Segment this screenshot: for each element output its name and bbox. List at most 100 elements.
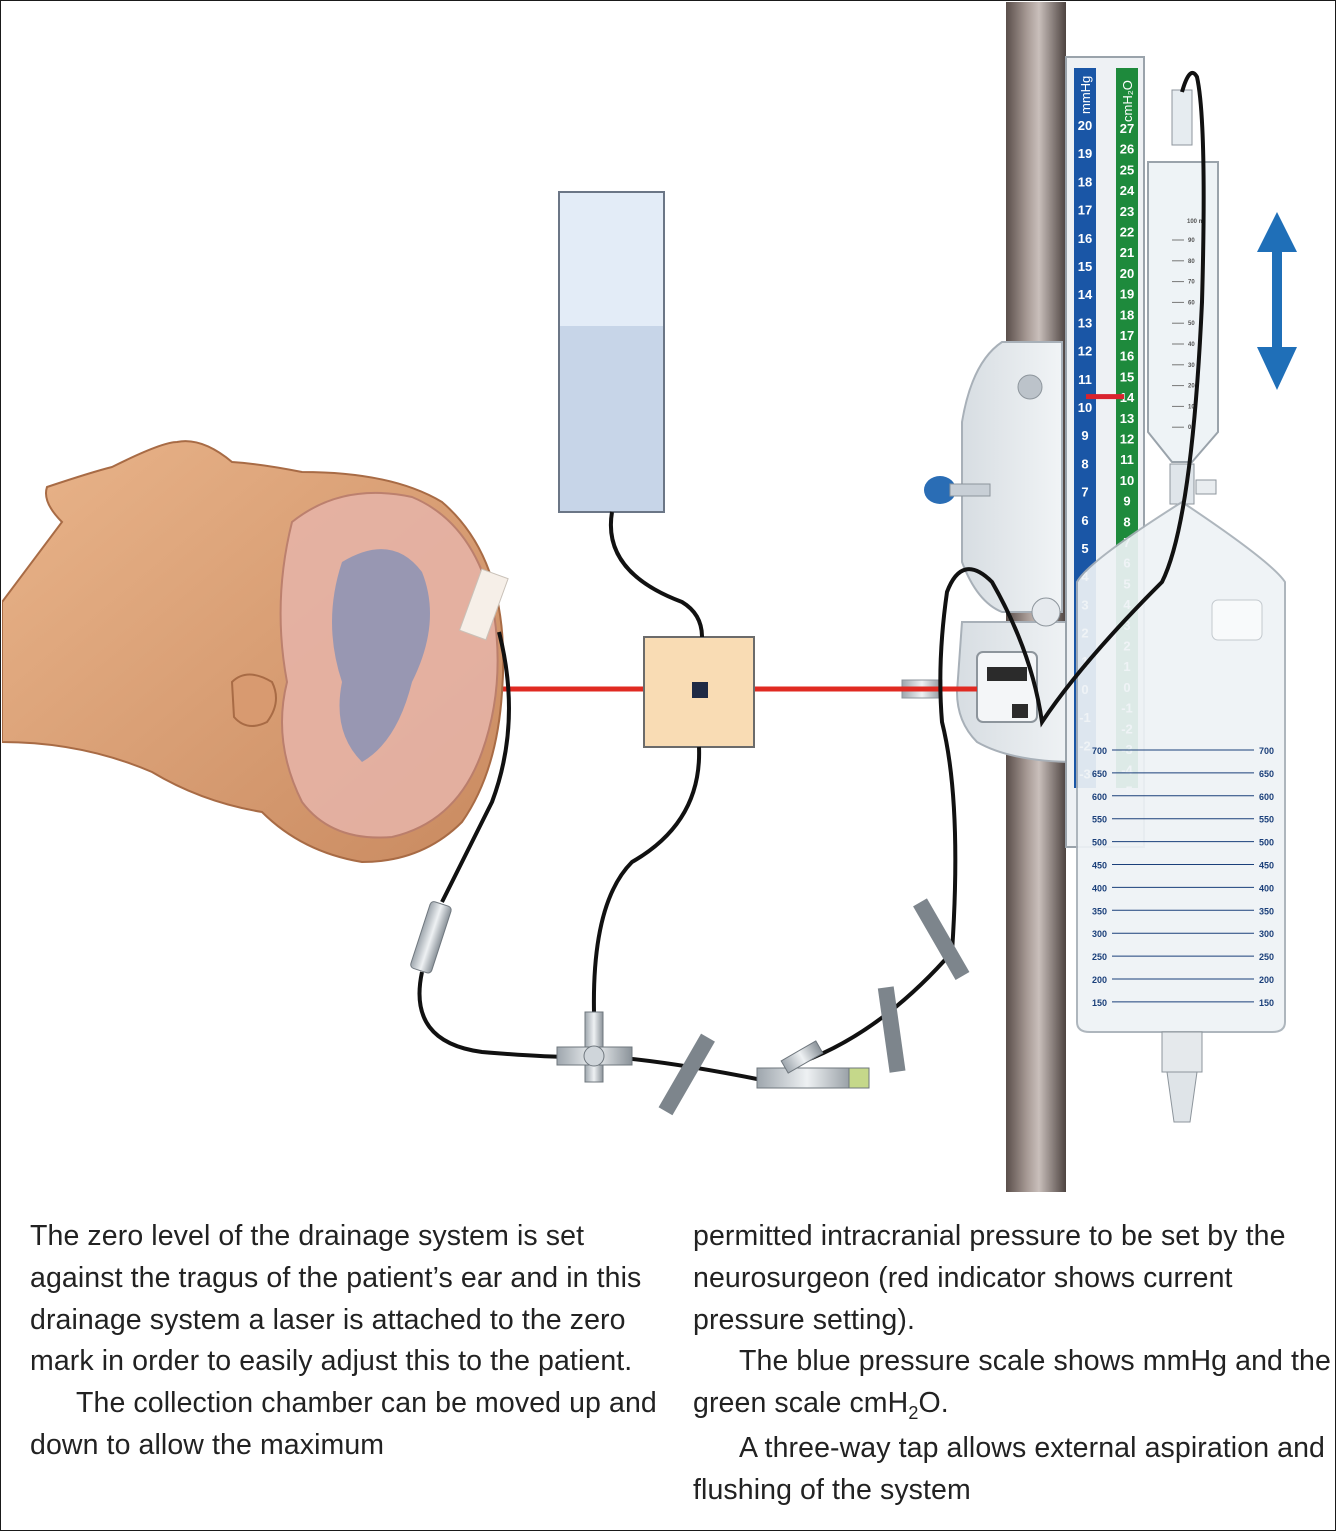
pressure-setting-indicator bbox=[1086, 394, 1124, 400]
tubing bbox=[417, 71, 1206, 1082]
cmh2o-tick-label: 23 bbox=[1120, 204, 1134, 219]
caption-right-column: permitted intracranial pressure to be se… bbox=[693, 1216, 1333, 1512]
chamber-scale-label: 50 bbox=[1188, 321, 1195, 327]
cmh2o-tick-label: 15 bbox=[1120, 369, 1134, 384]
tube-clamp bbox=[913, 898, 970, 980]
bag-scale-label-right: 400 bbox=[1259, 883, 1274, 893]
mmhg-tick-label: 12 bbox=[1078, 344, 1092, 359]
three-way-tap bbox=[556, 1011, 633, 1083]
chamber-scale-label: 90 bbox=[1188, 238, 1195, 244]
cmh2o-unit-label: cmH₂O bbox=[1120, 80, 1135, 122]
cmh2o-tick-label: 25 bbox=[1120, 162, 1134, 177]
chamber-scale-label: 60 bbox=[1188, 300, 1195, 306]
mmhg-tick-label: 7 bbox=[1081, 485, 1088, 500]
caption-text: O. bbox=[918, 1387, 949, 1420]
bag-scale-label-left: 650 bbox=[1092, 769, 1107, 779]
caption-paragraph: The collection chamber can be moved up a… bbox=[30, 1387, 657, 1461]
cmh2o-tick-label: 11 bbox=[1120, 452, 1134, 467]
tube-clamp bbox=[877, 986, 906, 1073]
cmh2o-tick-label: 22 bbox=[1120, 225, 1134, 240]
bag-scale-label-right: 450 bbox=[1259, 861, 1274, 871]
cmh2o-tick-label: 18 bbox=[1120, 307, 1134, 322]
cmh2o-tick-label: 19 bbox=[1120, 287, 1134, 302]
caption-paragraph: A three-way tap allows external aspirati… bbox=[693, 1431, 1326, 1506]
chamber-scale-label: 10 bbox=[1188, 404, 1195, 410]
bag-scale-label-right: 150 bbox=[1259, 998, 1274, 1008]
mmhg-tick-label: 13 bbox=[1078, 315, 1092, 330]
flush-reservoir bbox=[558, 191, 665, 513]
mmhg-tick-label: 15 bbox=[1078, 259, 1092, 274]
mmhg-unit-label: mmHg bbox=[1078, 76, 1093, 114]
bag-scale-label-left: 550 bbox=[1092, 815, 1107, 825]
mmhg-tick-label: 9 bbox=[1081, 428, 1088, 443]
bag-scale-label-left: 200 bbox=[1092, 975, 1107, 985]
caption-text: The blue pressure scale shows mmHg and t… bbox=[693, 1345, 1331, 1420]
bag-scale-label-left: 350 bbox=[1092, 906, 1107, 916]
mmhg-tick-label: 19 bbox=[1078, 146, 1092, 161]
chamber-scale-label: 30 bbox=[1188, 363, 1195, 369]
cmh2o-tick-label: 9 bbox=[1123, 494, 1130, 509]
valve-knob bbox=[924, 476, 956, 504]
chamber-scale-label: 40 bbox=[1188, 342, 1195, 348]
mmhg-tick-label: 20 bbox=[1078, 118, 1092, 133]
cmh2o-tick-label: 24 bbox=[1120, 183, 1135, 198]
ear bbox=[230, 673, 277, 727]
bag-scale-label-right: 200 bbox=[1259, 975, 1274, 985]
cmh2o-tick-label: 16 bbox=[1120, 349, 1134, 364]
caption-paragraph: The blue pressure scale shows mmHg and t… bbox=[693, 1341, 1333, 1428]
bag-scale-label-left: 700 bbox=[1092, 746, 1107, 756]
chamber-scale-label: 20 bbox=[1188, 384, 1195, 390]
caption-paragraph: permitted intracranial pressure to be se… bbox=[693, 1220, 1286, 1336]
mmhg-tick-label: 6 bbox=[1081, 513, 1088, 528]
mmhg-tick-label: 11 bbox=[1078, 372, 1092, 387]
bag-scale-label-right: 550 bbox=[1259, 815, 1274, 825]
mmhg-tick-labels: 20191817161514131211109876543210-1-2-3 bbox=[1078, 118, 1093, 782]
cmh2o-tick-label: 27 bbox=[1120, 121, 1134, 136]
aspiration-port bbox=[756, 1040, 870, 1089]
bag-scale-label-right: 500 bbox=[1259, 838, 1274, 848]
cmh2o-tick-label: 21 bbox=[1120, 245, 1134, 260]
cmh2o-tick-label: 10 bbox=[1120, 473, 1134, 488]
mmhg-tick-label: 5 bbox=[1081, 541, 1088, 556]
mmhg-tick-label: 17 bbox=[1078, 203, 1092, 218]
cmh2o-tick-label: 8 bbox=[1123, 514, 1130, 529]
bag-scale-label-left: 300 bbox=[1092, 929, 1107, 939]
patient-head bbox=[2, 440, 509, 864]
illustration: mmHg cmH₂O 20191817161514131211109876543… bbox=[2, 2, 1297, 1192]
chamber-scale-label: 80 bbox=[1188, 259, 1195, 265]
pressure-transducer bbox=[643, 636, 755, 748]
move-up-down-arrow bbox=[1257, 212, 1297, 390]
bag-scale-label-left: 500 bbox=[1092, 838, 1107, 848]
bag-scale-label-left: 450 bbox=[1092, 861, 1107, 871]
mmhg-tick-label: 8 bbox=[1081, 456, 1088, 471]
chamber-scale: 100 ml 90 80 70 60 50 40 30 20 10 0 bbox=[1172, 219, 1206, 431]
cmh2o-tick-label: 20 bbox=[1120, 266, 1134, 281]
bag-scale-label-right: 350 bbox=[1259, 906, 1274, 916]
caption-subscript: 2 bbox=[908, 1403, 919, 1424]
bag-scale-label-right: 250 bbox=[1259, 952, 1274, 962]
cmh2o-tick-label: 14 bbox=[1120, 390, 1135, 405]
cmh2o-tick-label: 26 bbox=[1120, 142, 1134, 157]
bag-scale-label-left: 250 bbox=[1092, 952, 1107, 962]
chamber-scale-unit: 100 ml bbox=[1187, 219, 1206, 225]
bag-scale-label-right: 600 bbox=[1259, 792, 1274, 802]
cmh2o-tick-label: 13 bbox=[1120, 411, 1134, 426]
bag-scale-label-left: 600 bbox=[1092, 792, 1107, 802]
mmhg-tick-label: 16 bbox=[1078, 231, 1092, 246]
chamber-scale-label: 70 bbox=[1188, 280, 1195, 286]
caption-left-column: The zero level of the drainage system is… bbox=[30, 1216, 670, 1467]
cmh2o-tick-label: 12 bbox=[1120, 432, 1134, 447]
cmh2o-tick-label: 17 bbox=[1120, 328, 1134, 343]
bag-scale-label-left: 150 bbox=[1092, 998, 1107, 1008]
bag-scale-label-right: 700 bbox=[1259, 746, 1274, 756]
caption-paragraph: The zero level of the drainage system is… bbox=[30, 1220, 642, 1378]
chamber-scale-label: 0 bbox=[1188, 425, 1192, 431]
catheter-connector bbox=[410, 901, 452, 974]
bag-scale-label-right: 300 bbox=[1259, 929, 1274, 939]
mmhg-tick-label: 14 bbox=[1078, 287, 1093, 302]
tube-clamp bbox=[658, 1033, 715, 1116]
bag-scale-label-left: 400 bbox=[1092, 883, 1107, 893]
